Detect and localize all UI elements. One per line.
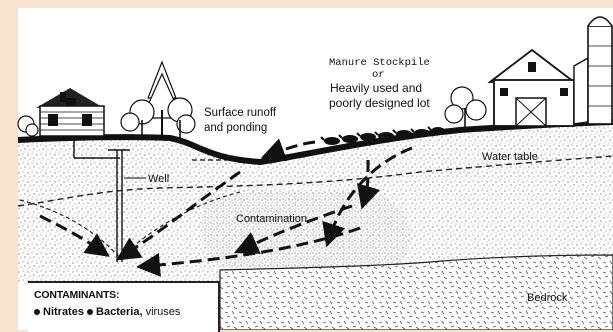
runoff-label-line2: and ponding (204, 122, 267, 134)
legend-title: CONTAMINANTS: (34, 289, 119, 301)
legend-item-nitrates: Nitrates (43, 306, 84, 318)
legend-item-viruses: viruses (146, 306, 181, 318)
bullet-icon (87, 309, 93, 315)
bullet-icon (34, 309, 40, 315)
legend-items: Nitrates Bacteria, viruses (34, 306, 180, 318)
manure-label-line2: or (372, 69, 385, 81)
bedrock-label: Bedrock (527, 292, 568, 304)
contamination-label: Contamination (236, 213, 307, 225)
water-table-label: Water table (482, 151, 538, 163)
manure-label-line1: Manure Stockpile (329, 57, 430, 69)
manure-label-line3: Heavily used and (330, 81, 422, 95)
manure-label-line4: poorly designed lot (329, 96, 430, 110)
runoff-label-line1: Surface runoff (204, 107, 277, 119)
legend-item-bacteria: Bacteria, (96, 306, 142, 318)
well-label: Well (148, 173, 169, 185)
silo-icon (588, 17, 612, 124)
